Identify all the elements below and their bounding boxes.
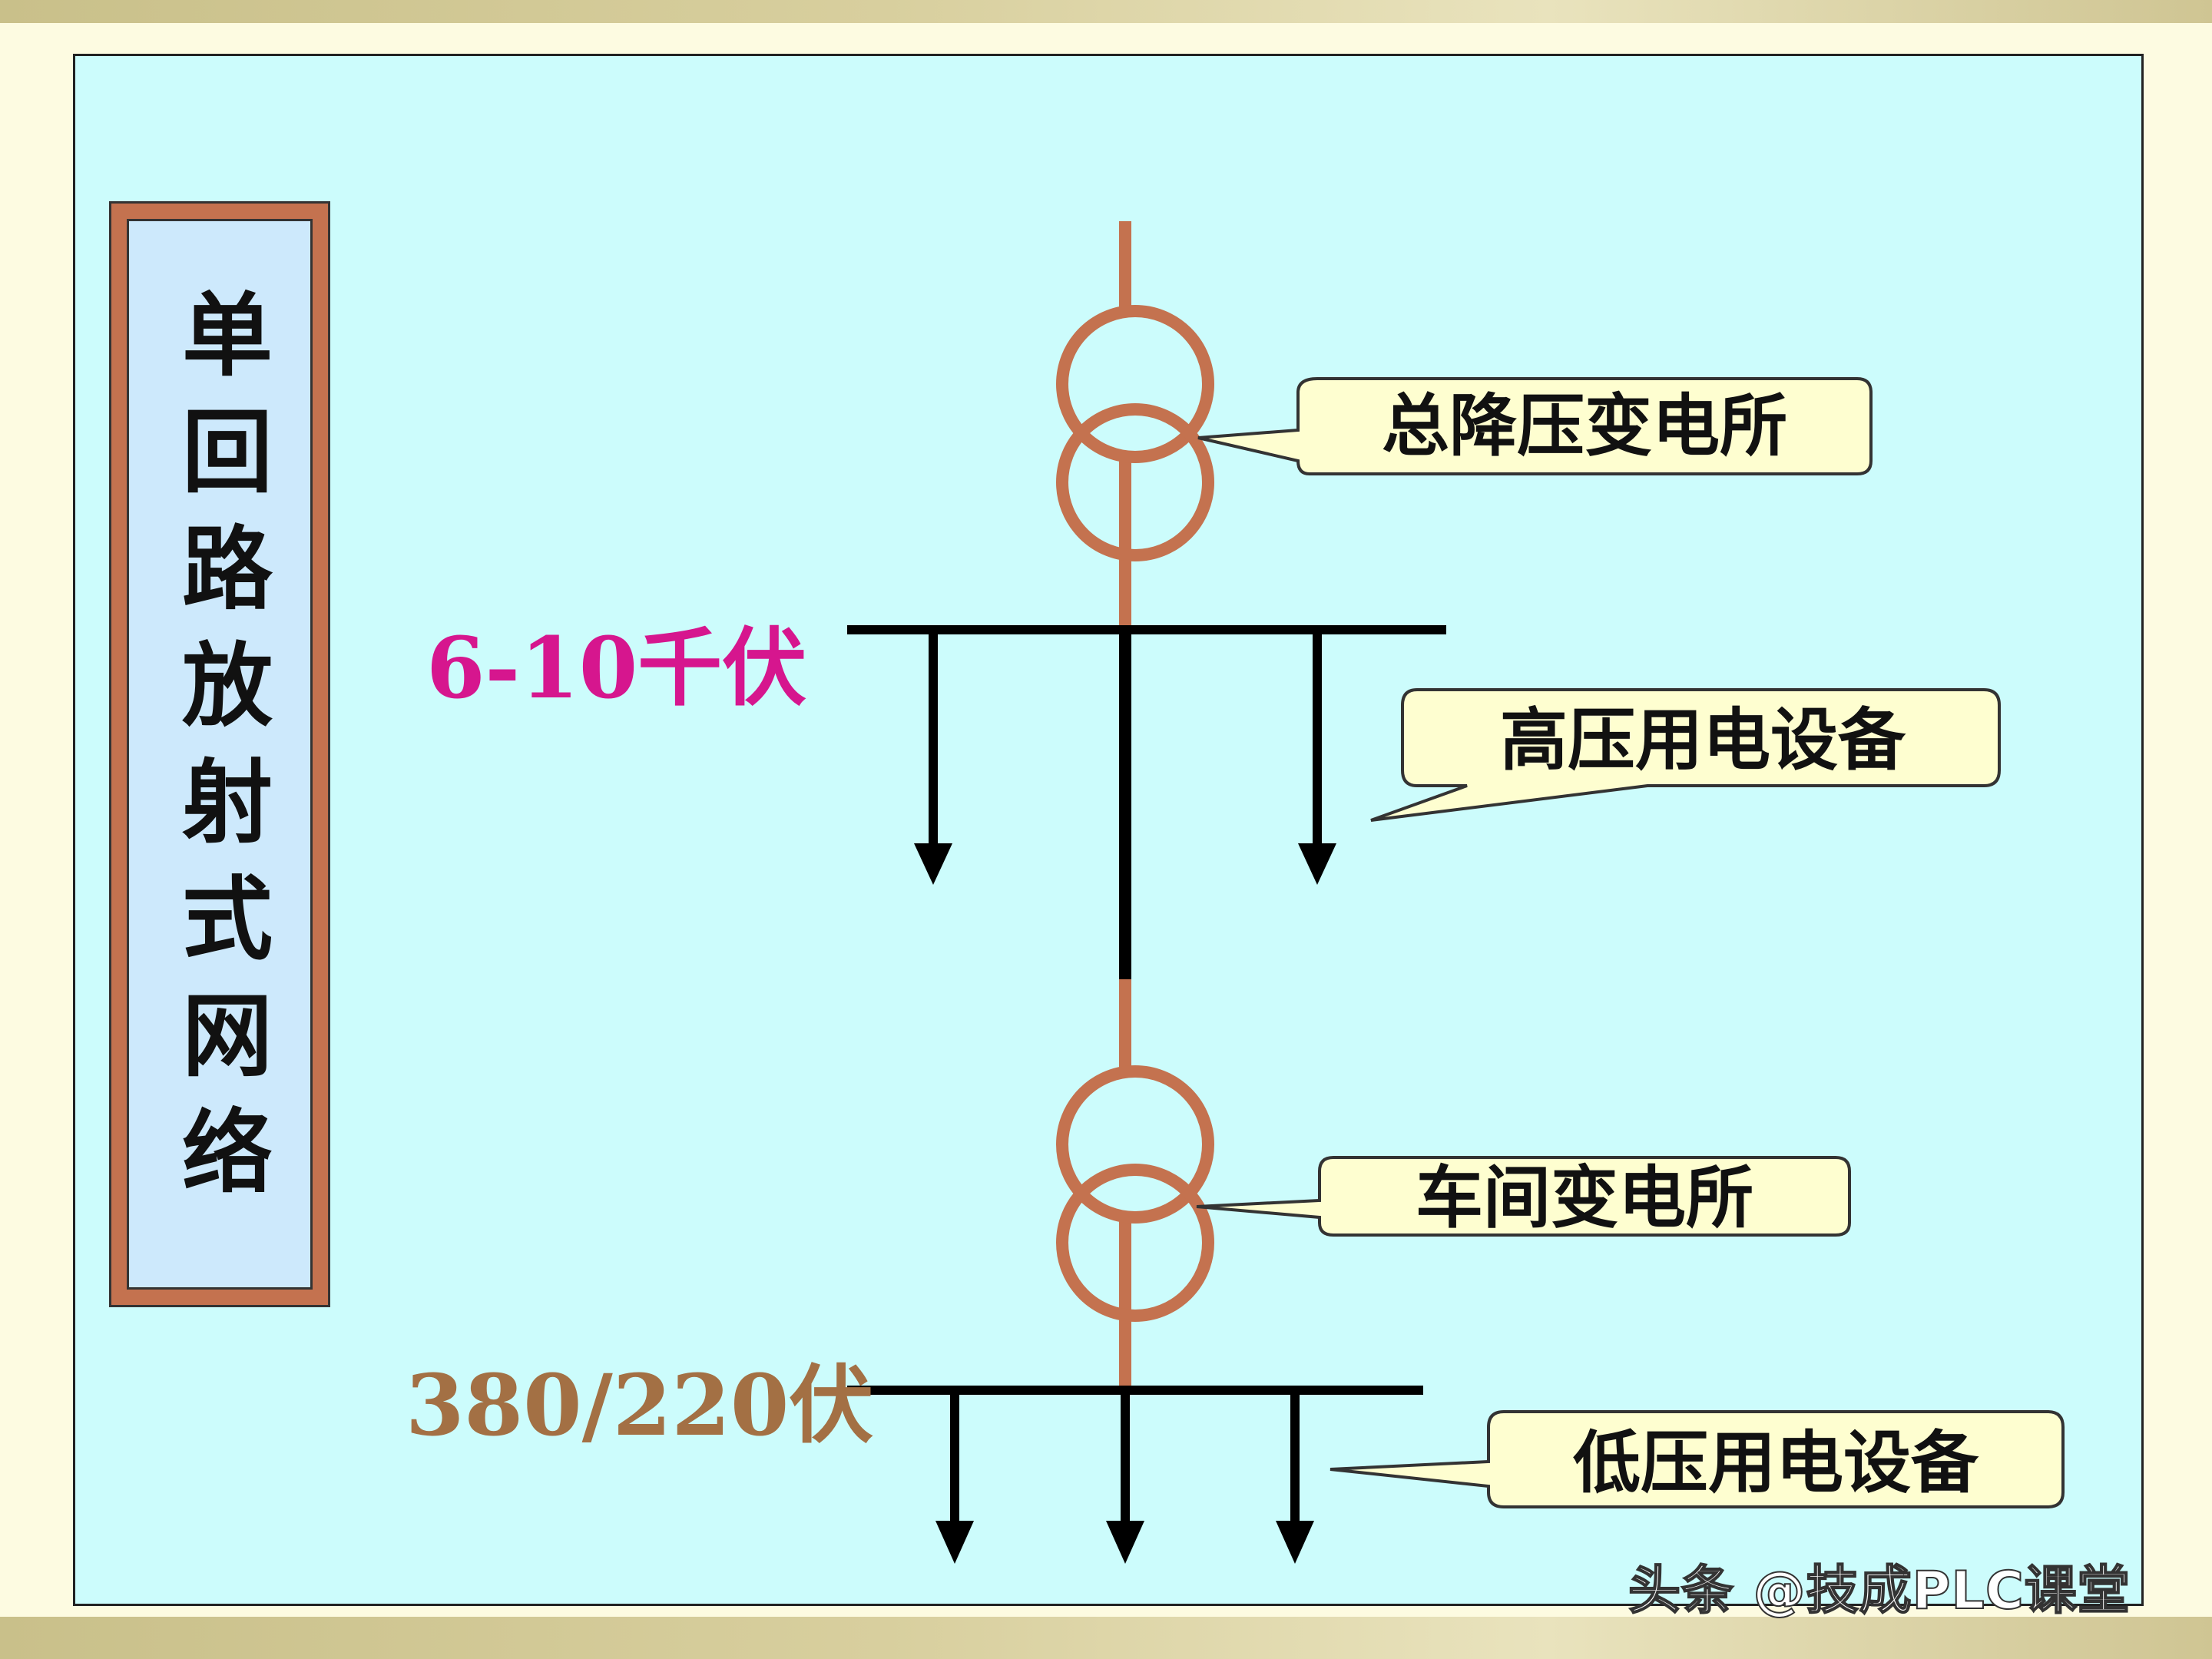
hv-branch-left xyxy=(914,630,952,885)
low-voltage-label: 380/220伏 xyxy=(406,1356,873,1455)
slide-title: 单回路放射式网络 xyxy=(166,287,273,1221)
high-voltage-label: 6-10千伏 xyxy=(426,618,806,717)
callout-main-substation-text: 总降压变电所 xyxy=(1382,386,1787,465)
callout-lv-equipment-text: 低压用电设备 xyxy=(1573,1422,1979,1502)
lv-branch-center xyxy=(1106,1390,1144,1564)
bottom-decor-band xyxy=(0,1617,2212,1659)
lv-branch-right xyxy=(1276,1390,1314,1564)
callout-main-substation: 总降压变电所 xyxy=(1197,377,1873,475)
callout-workshop-substation-text: 车间变电所 xyxy=(1416,1157,1753,1237)
title-box: 单回路放射式网络 xyxy=(127,219,313,1290)
arrow-down-icon xyxy=(914,843,952,885)
callout-workshop-substation: 车间变电所 xyxy=(1196,1156,1851,1237)
arrow-down-icon xyxy=(935,1521,974,1564)
transformer-icon xyxy=(1056,305,1214,561)
top-decor-band xyxy=(0,0,2212,23)
title-frame: 单回路放射式网络 xyxy=(109,201,330,1307)
transformer-icon xyxy=(1056,1065,1214,1322)
arrow-down-icon xyxy=(1298,843,1336,885)
callout-hv-equipment: 高压用电设备 xyxy=(1370,688,2001,822)
callout-lv-equipment: 低压用电设备 xyxy=(1330,1410,2065,1508)
watermark: 头条 @技成PLC课堂 xyxy=(1628,1560,2131,1622)
lv-branch-left xyxy=(935,1390,974,1564)
callout-hv-equipment-text: 高压用电设备 xyxy=(1500,700,1906,780)
arrow-down-icon xyxy=(1276,1521,1314,1564)
arrow-down-icon xyxy=(1106,1521,1144,1564)
hv-branch-right xyxy=(1298,630,1336,885)
